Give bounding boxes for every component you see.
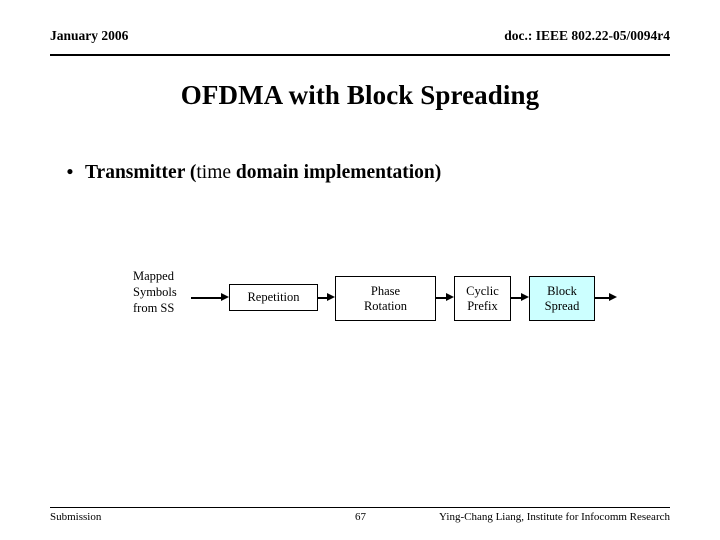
slide-header: January 2006 doc.: IEEE 802.22-05/0094r4 (50, 28, 670, 56)
footer-author-affiliation: Ying-Chang Liang, Institute for Infocomm… (439, 511, 670, 523)
arrow-repetition-to-phase-rotation (318, 293, 335, 302)
bullet-item: • Transmitter (time domain implementatio… (55, 162, 675, 184)
arrow-input-to-repetition (191, 293, 229, 302)
bullet-item-label: Transmitter (time domain implementation) (85, 162, 441, 184)
diagram-block-repetition: Repetition (229, 284, 318, 311)
arrow-phase-rotation-to-cyclic-prefix (436, 293, 454, 302)
diagram-input-label: Mapped Symbols from SS (133, 268, 177, 316)
diagram-block-block-spread-label-line1: Block (547, 283, 577, 298)
diagram-input-label-line2: Symbols (133, 285, 177, 299)
diagram-block-cyclic-prefix-label-line1: Cyclic (466, 283, 499, 298)
header-document-number: doc.: IEEE 802.22-05/0094r4 (504, 28, 670, 43)
arrow-cyclic-prefix-to-block-spread (511, 293, 529, 302)
bullet-text-after: domain implementation) (231, 162, 442, 183)
diagram-block-block-spread-label-line2: Spread (544, 298, 580, 313)
page-title: OFDMA with Block Spreading (180, 80, 540, 110)
diagram-block-block-spread: Block Spread (529, 276, 595, 321)
diagram-block-phase-rotation-label-line2: Rotation (363, 298, 408, 313)
footer-submission-label: Submission (50, 511, 102, 523)
diagram-input-label-line1: Mapped (133, 269, 174, 283)
header-date: January 2006 (50, 28, 129, 43)
diagram-block-repetition-label: Repetition (247, 290, 300, 304)
slide-footer: Submission 67 Ying-Chang Liang, Institut… (50, 507, 670, 534)
diagram-block-phase-rotation: Phase Rotation (335, 276, 436, 321)
diagram-block-cyclic-prefix-label-line2: Prefix (467, 298, 498, 313)
bullet-text-before: Transmitter ( (85, 162, 197, 183)
footer-page-number: 67 (355, 511, 366, 523)
bullet-marker-icon: • (66, 162, 74, 183)
diagram-input-label-line3: from SS (133, 301, 175, 315)
bullet-text-emphasis: time (196, 162, 232, 183)
diagram-block-phase-rotation-label-line1: Phase (370, 283, 401, 298)
arrow-block-spread-output (595, 293, 617, 302)
diagram-block-cyclic-prefix: Cyclic Prefix (454, 276, 511, 321)
